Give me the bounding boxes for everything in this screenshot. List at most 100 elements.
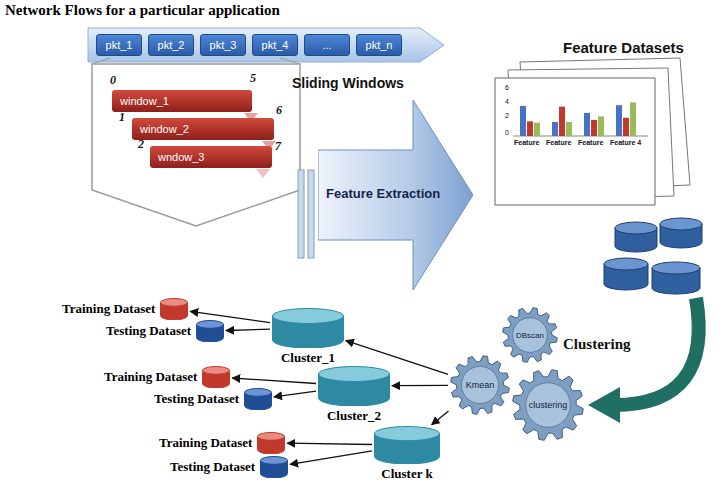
dataset-cylinder (257, 432, 285, 454)
dataset-item: Testing Dataset (106, 320, 224, 342)
caption-text: Sliding Windows (292, 76, 404, 91)
database-top (604, 258, 648, 270)
axis-tick: 4 (505, 98, 509, 106)
cluster-label: Cluster k (381, 466, 432, 482)
cylinder-top (375, 427, 440, 441)
dataset-item: Testing Dataset (170, 456, 288, 478)
cluster-database: Cluster k (374, 426, 440, 482)
connector-arrow (226, 329, 270, 330)
cluster-database: Cluster_1 (272, 308, 344, 366)
cylinder-top (319, 367, 390, 382)
chart-bar (520, 106, 526, 136)
window-label: window_1 (120, 95, 169, 107)
database-top (660, 218, 702, 230)
gear-text: DBscan (516, 331, 544, 340)
cluster-database: Cluster_2 (318, 366, 390, 424)
chart-bar (616, 105, 622, 136)
window-bar: wndow_3 (150, 146, 272, 168)
flow-bar (308, 170, 314, 258)
gear-label: clustering (529, 400, 568, 410)
chart-bar (552, 122, 558, 136)
window-label: wndow_3 (158, 151, 204, 163)
dataset-cylinder (160, 298, 188, 320)
dataset-cylinder (202, 366, 230, 388)
connector-arrow (392, 385, 448, 387)
cluster-cylinder (272, 308, 344, 348)
gear-label: DBscan (516, 331, 544, 340)
cluster-label: Cluster_2 (327, 408, 381, 424)
packet-box: pkt_n (356, 34, 402, 56)
packet-label: pkt_n (366, 39, 393, 51)
gear-hub (461, 366, 498, 403)
callout-number: 5 (250, 72, 256, 85)
cluster-cylinder (318, 366, 390, 406)
connector-arrow (432, 411, 449, 425)
cylinder-top (203, 367, 230, 375)
gear-shape: Kmean (450, 355, 510, 415)
process-label: Feature Extraction (326, 186, 440, 201)
dataset-item: Training Dataset (104, 366, 230, 388)
packet-label: pkt_2 (158, 39, 185, 51)
process-arrow: Feature Extraction (318, 100, 473, 290)
packet-label: pkt_1 (106, 39, 133, 51)
callout-number: 7 (275, 140, 281, 153)
chart-bar (591, 120, 597, 136)
dataset-item: Testing Dataset (154, 388, 272, 410)
gear-label: Kmean (466, 380, 495, 390)
slide-arrow (256, 169, 270, 178)
dataset-illustration (480, 36, 710, 298)
dataset-cylinder (244, 388, 272, 410)
heading-holder: Feature Datasets (563, 39, 684, 56)
gear-shape: clustering (512, 369, 584, 441)
dataset-label: Training Dataset (104, 369, 197, 385)
chart-bar (566, 122, 572, 136)
arrow-outline (318, 100, 473, 290)
gear-hub (513, 318, 548, 353)
gear-shape: DBscan (502, 307, 558, 363)
gear-teeth (451, 356, 510, 415)
connector-arrow (232, 378, 316, 384)
gear-teeth (503, 308, 558, 363)
connector-arrow (290, 451, 372, 465)
cylinder-top (273, 309, 344, 324)
cylinder-top (161, 299, 188, 307)
dataset-item: Training Dataset (62, 298, 188, 320)
packet-box: pkt_1 (96, 34, 142, 56)
axis-tick: 6 (505, 84, 509, 92)
packet-box: pkt_4 (252, 34, 298, 56)
callout-number: 0 (110, 74, 116, 87)
packet-band (88, 28, 444, 62)
step-label: Clustering (563, 336, 631, 353)
dataset-label: Testing Dataset (170, 459, 255, 475)
packet-box: ... (304, 34, 350, 56)
axis-tick: 0 (505, 129, 509, 137)
gear-teeth (513, 370, 584, 441)
window-bar: window_2 (132, 118, 274, 140)
chart-bar (559, 107, 565, 136)
packet-label: pkt_3 (210, 39, 237, 51)
dataset-label: Training Dataset (62, 301, 155, 317)
dataset-label: Testing Dataset (154, 391, 239, 407)
window-funnel (92, 64, 300, 226)
cylinder-top (245, 389, 272, 397)
callout-number: 1 (119, 111, 125, 124)
chart-bar (630, 102, 636, 136)
cylinder-top (197, 321, 224, 329)
chart-bar (623, 118, 629, 136)
flow-bar (298, 170, 304, 258)
database-top (652, 262, 700, 274)
diagram-title: Network Flows for a particular applicati… (5, 2, 280, 19)
funnel-edge (92, 58, 110, 64)
window-bar: window_1 (112, 90, 252, 112)
cylinder-top (261, 457, 288, 465)
arrow-text-holder: Feature Extraction (326, 186, 440, 201)
callout-number: 6 (276, 104, 282, 117)
packet-box: pkt_3 (200, 34, 246, 56)
cylinder-top (258, 433, 285, 441)
database-top (615, 222, 657, 234)
connector-arrow (287, 443, 372, 444)
cluster-label: Cluster_1 (281, 350, 335, 366)
dataset-item: Training Dataset (159, 432, 285, 454)
axis-tick: 2 (505, 112, 509, 120)
